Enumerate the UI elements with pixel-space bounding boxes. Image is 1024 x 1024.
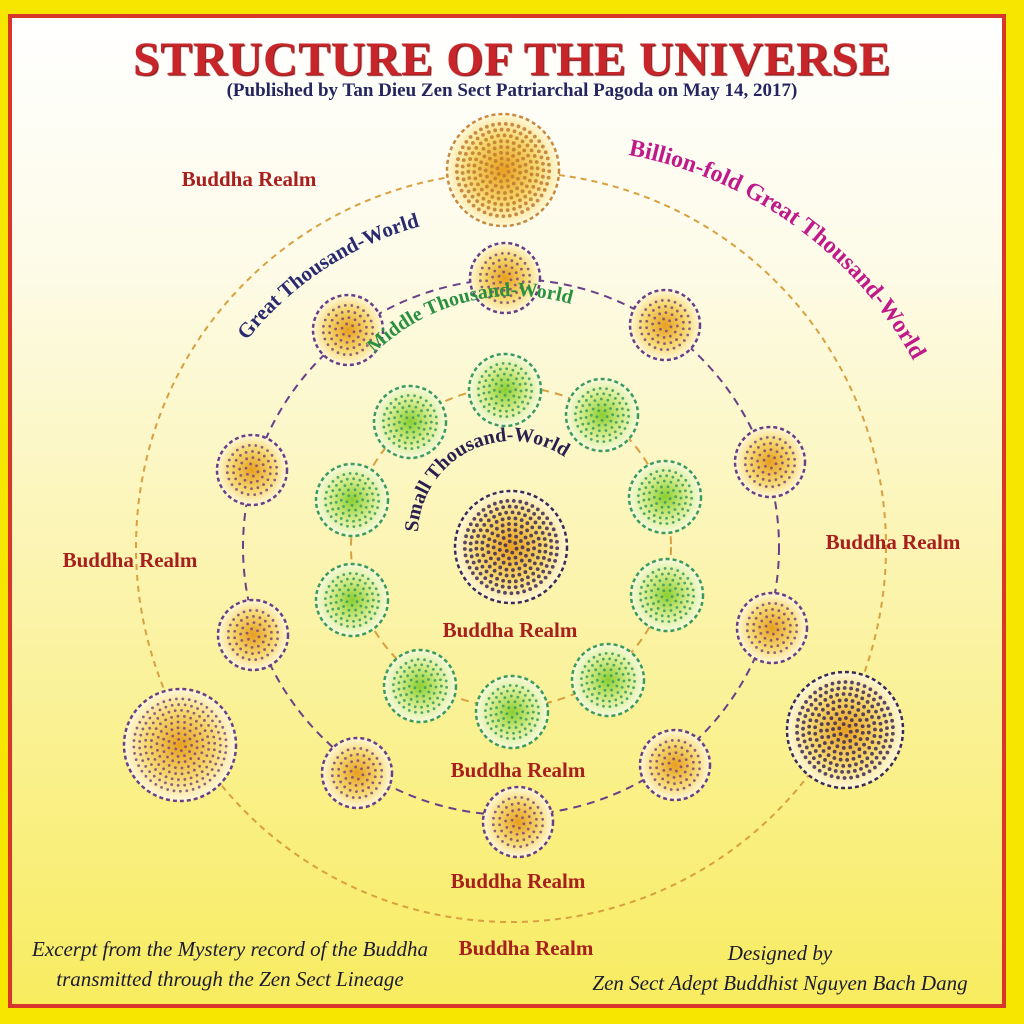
- middle-thousand-world-circle: [570, 642, 646, 718]
- middle-thousand-world-circle: [564, 377, 640, 453]
- page-title: STRUCTURE OF THE UNIVERSE: [133, 33, 891, 86]
- billion-fold-ring: [135, 171, 887, 923]
- middle-thousand-world-circle: [372, 384, 448, 460]
- great-thousand-world-circle: [468, 241, 542, 315]
- buddha-realm-label: Buddha Realm: [450, 869, 586, 893]
- small-thousand-world-circle: [453, 489, 569, 605]
- buddha-realm-label: Buddha Realm: [825, 530, 961, 554]
- page-subtitle: (Published by Tan Dieu Zen Sect Patriarc…: [226, 80, 798, 101]
- middle-thousand-world-circle: [629, 557, 705, 633]
- excerpt-note: Excerpt from the Mystery record of the B…: [20, 934, 440, 994]
- middle-thousand-world-circle: [314, 562, 390, 638]
- excerpt-line-2: transmitted through the Zen Sect Lineage: [56, 967, 404, 991]
- buddha-realm-label: Buddha Realm: [181, 167, 317, 191]
- billion-fold-world-circle: [785, 670, 905, 790]
- billion-fold-world-circle: [445, 112, 561, 228]
- middle-thousand-world-circle: [474, 674, 550, 750]
- middle-thousand-world-circle: [382, 648, 458, 724]
- great-thousand-world-circle: [216, 598, 290, 672]
- buddha-realm-label: Buddha Realm: [450, 758, 586, 782]
- buddha-realm-label: Buddha Realm: [62, 548, 198, 572]
- great-thousand-world-circle: [311, 293, 385, 367]
- middle-thousand-world-circle: [467, 352, 543, 428]
- great-thousand-world-circle: [481, 785, 555, 859]
- designer-credit: Designed by Zen Sect Adept Buddhist Nguy…: [560, 938, 1000, 998]
- great-thousand-world-circle: [638, 728, 712, 802]
- great-thousand-world-circle: [215, 433, 289, 507]
- great-thousand-world-circle: [735, 591, 809, 665]
- buddha-realm-label: Buddha Realm: [442, 618, 578, 642]
- middle-thousand-label: Middle Thousand-World: [363, 279, 575, 357]
- middle-thousand-ring: [350, 386, 672, 708]
- designer-line-1: Designed by: [727, 941, 833, 965]
- middle-thousand-world-circle: [627, 459, 703, 535]
- billion-fold-world-circle: [122, 687, 238, 803]
- designer-line-2: Zen Sect Adept Buddhist Nguyen Bach Dang: [592, 971, 968, 995]
- excerpt-line-1: Excerpt from the Mystery record of the B…: [32, 937, 428, 961]
- great-thousand-world-circle: [733, 425, 807, 499]
- middle-thousand-world-circle: [314, 462, 390, 538]
- great-thousand-world-circle: [628, 288, 702, 362]
- great-thousand-world-circle: [320, 736, 394, 810]
- buddha-realm-label: Buddha Realm: [458, 936, 594, 960]
